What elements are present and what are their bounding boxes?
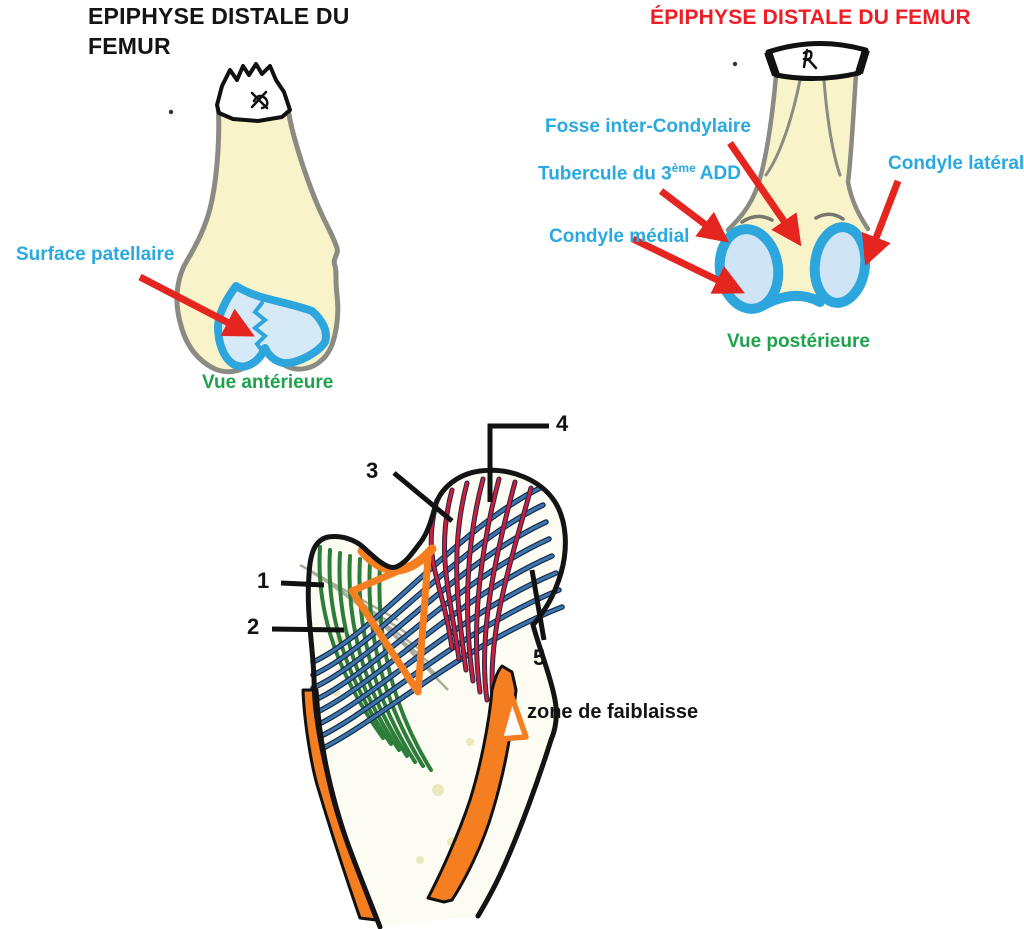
tubercule-label-base: Tubercule du 3 xyxy=(538,163,672,185)
leader-5 xyxy=(529,569,547,641)
wards-triangle xyxy=(348,554,432,696)
fosse-arrow xyxy=(727,141,802,247)
marker-1: 1 xyxy=(257,568,270,593)
posterior-femur-drawing xyxy=(631,40,902,314)
ink-speck xyxy=(168,109,174,115)
weak-zone-legend-label: zone de faiblaisse xyxy=(527,701,699,723)
marker-4: 4 xyxy=(556,411,569,436)
surface-patellaire-label: Surface patellaire xyxy=(16,244,175,265)
supracondylar-dashes xyxy=(740,212,845,224)
leader-2 xyxy=(271,626,345,633)
leader-4 xyxy=(487,423,549,502)
marker-2: 2 xyxy=(247,614,260,639)
posterior-shaft-right-edge xyxy=(845,71,871,232)
leader-1 xyxy=(280,580,325,588)
anterior-caption: Vue antérieure xyxy=(202,372,334,393)
leader-3 xyxy=(392,471,454,523)
patellar-surface-seam xyxy=(251,301,269,354)
bone-cut-crown xyxy=(215,62,292,123)
tubercule-label-sup: ème xyxy=(671,161,696,175)
fosse-label: Fosse inter-Condylaire xyxy=(545,116,751,137)
anterior-femur-drawing xyxy=(138,62,341,375)
cut-scribble-posterior xyxy=(802,48,818,70)
anterior-title-line2: FEMUR xyxy=(88,33,171,59)
posterior-title: ÉPIPHYSE DISTALE DU FEMUR xyxy=(650,6,971,29)
condyle-lateral-label: Condyle latéral xyxy=(888,153,1024,174)
patellar-surface-shape xyxy=(214,282,330,371)
surface-patellaire-arrow xyxy=(138,273,255,337)
proximal-femur-drawing xyxy=(271,423,568,929)
linea-aspera-lines xyxy=(764,78,842,177)
lateral-condyle-shape xyxy=(809,222,871,308)
condyle-medial-arrow xyxy=(631,235,745,294)
marker-3: 3 xyxy=(366,458,379,483)
marker-leader-lines xyxy=(271,423,549,641)
ink-speck xyxy=(732,61,738,67)
cut-rim-right xyxy=(855,48,870,75)
cut-rim-left xyxy=(764,50,780,77)
cut-scribble xyxy=(250,90,269,110)
condyle-lateral-arrow xyxy=(861,179,902,267)
condyle-medial-label: Condyle médial xyxy=(549,226,690,247)
tubercule-arrow xyxy=(658,188,730,243)
condyle-bridge xyxy=(757,291,825,311)
anterior-title-line1: EPIPHYSE DISTALE DU xyxy=(88,3,350,29)
posterior-cut-bowl xyxy=(765,40,869,82)
anterior-title: EPIPHYSE DISTALE DU FEMUR xyxy=(88,1,350,61)
legend-triangle xyxy=(497,694,529,742)
posterior-arrows xyxy=(631,141,902,294)
tubercule-label-end: ADD xyxy=(699,163,741,185)
medial-orange-band xyxy=(426,664,518,904)
posterior-caption: Vue postérieure xyxy=(727,331,870,352)
marker-5: 5 xyxy=(533,645,546,670)
